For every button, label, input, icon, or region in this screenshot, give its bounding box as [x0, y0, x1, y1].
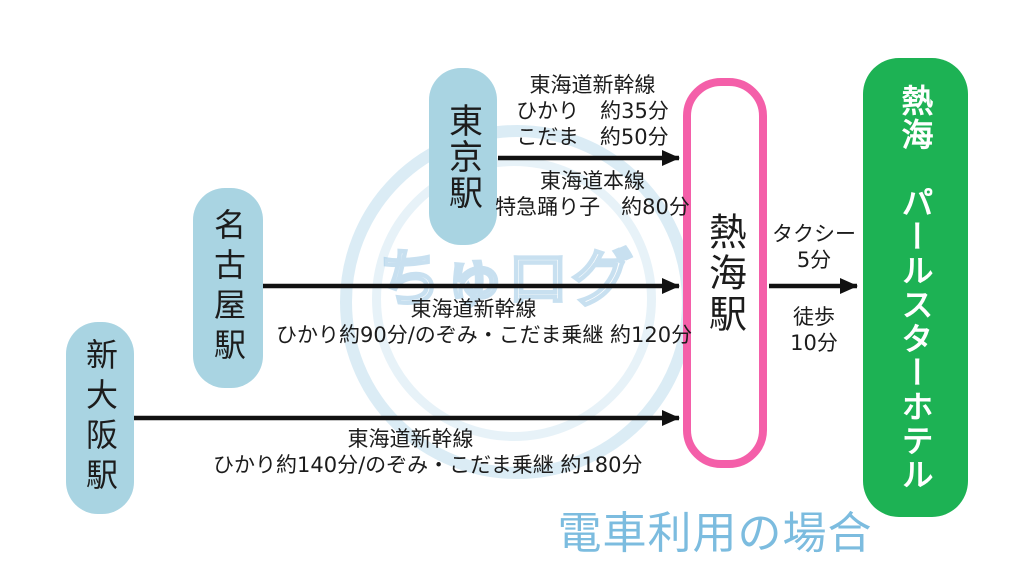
hotel-label: 熱海 パールスターホテル — [896, 83, 935, 492]
route-line: 東海道新幹線 — [347, 427, 474, 451]
route-label-tokyo-shinkansen: 東海道新幹線 ひかり 約35分 こだま 約50分 — [470, 72, 715, 150]
station-label-nagoya: 名古屋駅 — [209, 208, 247, 368]
station-label-shin-osaka: 新大阪駅 — [81, 338, 119, 498]
route-line: ひかり 約35分 — [516, 99, 669, 123]
route-line: 特急踊り子 約80分 — [495, 195, 690, 219]
transfer-line: 10分 — [790, 331, 838, 355]
transfer-label-taxi: タクシー 5分 — [769, 221, 859, 273]
station-label-atami: 熱海駅 — [702, 211, 747, 335]
station-label-tokyo: 東京駅 — [442, 102, 483, 211]
transfer-line: 5分 — [796, 248, 832, 272]
route-line: こだま 約50分 — [516, 125, 669, 149]
watermark-logo-text: ちゅログ — [378, 241, 635, 317]
route-line: 東海道新幹線 — [410, 297, 537, 321]
station-box-shin-osaka: 新大阪駅 — [66, 322, 134, 514]
route-label-tokyo-local-line: 東海道本線 特急踊り子 約80分 — [470, 168, 715, 220]
station-box-tokyo: 東京駅 — [429, 68, 497, 245]
watermark-inner-ring — [372, 157, 656, 441]
route-label-nagoya-shinkansen: 東海道新幹線 ひかり約90分/のぞみ・こだま乗継 約120分 — [276, 296, 693, 348]
hotel-box-atami-pearl-star: 熱海 パールスターホテル — [863, 58, 968, 517]
route-label-shin-osaka-shinkansen: 東海道新幹線 ひかり約140分/のぞみ・こだま乗継 約180分 — [213, 426, 643, 478]
transfer-line: 徒歩 — [793, 305, 835, 329]
route-line: ひかり約140分/のぞみ・こだま乗継 約180分 — [213, 453, 643, 477]
station-box-nagoya: 名古屋駅 — [193, 188, 263, 388]
route-line: 東海道新幹線 — [529, 73, 656, 97]
diagram-caption: 電車利用の場合 — [557, 508, 873, 559]
station-box-atami: 熱海駅 — [683, 78, 767, 468]
route-line: 東海道本線 — [540, 169, 645, 193]
transfer-line: タクシー — [772, 222, 856, 246]
route-line: ひかり約90分/のぞみ・こだま乗継 約120分 — [276, 323, 693, 347]
transfer-label-walk: 徒歩 10分 — [769, 304, 859, 356]
